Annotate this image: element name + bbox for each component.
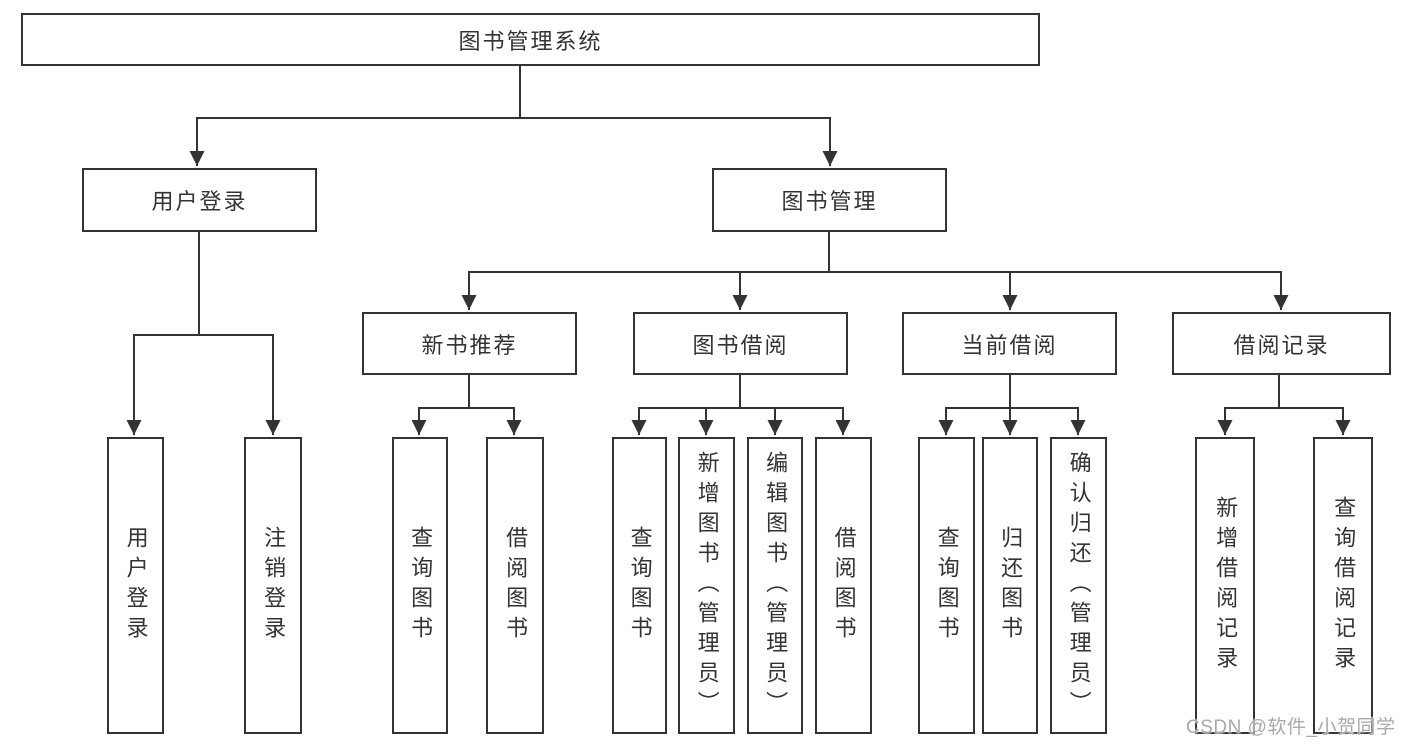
leaf-edit-book-admin: 编辑图书（管理员） [747,437,803,734]
node-current-borrow: 当前借阅 [902,312,1117,375]
node-library-management-system: 图书管理系统 [21,13,1040,66]
leaf-user-login: 用户登录 [107,437,164,734]
node-book-management: 图书管理 [712,168,947,232]
leaf-confirm-return-admin: 确认归还（管理员） [1050,437,1107,734]
leaf-add-borrow-record: 新增借阅记录 [1195,437,1255,734]
leaf-add-book-admin: 新增图书（管理员） [678,437,735,734]
node-new-book-recommend: 新书推荐 [362,312,577,375]
watermark: CSDN @软件_小贺同学 [1186,717,1396,738]
leaf-borrow-books: 借阅图书 [815,437,872,734]
leaf-return-book: 归还图书 [982,437,1038,734]
leaf-query-borrow-record: 查询借阅记录 [1313,437,1373,734]
leaf-query-books-recommend: 查询图书 [392,437,448,734]
node-user-login: 用户登录 [82,168,317,232]
node-borrow-records: 借阅记录 [1172,312,1391,375]
leaf-query-books-borrow: 查询图书 [612,437,667,734]
leaf-query-books-current: 查询图书 [918,437,975,734]
leaf-logout: 注销登录 [244,437,302,734]
node-book-borrow: 图书借阅 [633,312,848,375]
leaf-borrow-books-recommend: 借阅图书 [486,437,544,734]
